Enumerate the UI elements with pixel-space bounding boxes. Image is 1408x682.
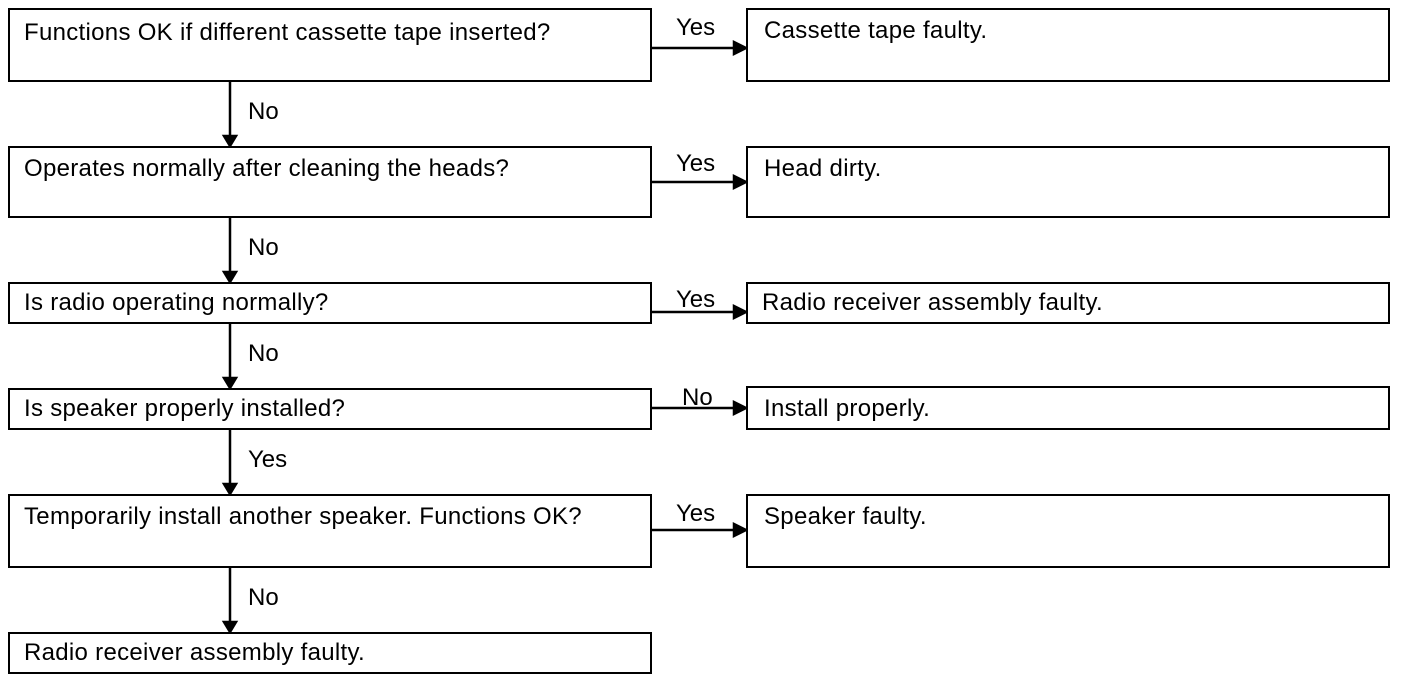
branch-label-3: Yes bbox=[676, 286, 716, 313]
down-label-4: Yes bbox=[248, 446, 288, 473]
result-text-5: Speaker faulty. bbox=[764, 503, 927, 530]
result-box-1: Cassette tape faulty. bbox=[746, 8, 1390, 82]
question-box-5: Temporarily install another speaker. Fun… bbox=[8, 494, 652, 568]
down-label-2: No bbox=[248, 234, 279, 261]
down-label-1: No bbox=[248, 98, 279, 125]
question-text-3: Is radio operating normally? bbox=[24, 289, 329, 316]
branch-label-1: Yes bbox=[676, 14, 716, 41]
question-text-5: Temporarily install another speaker. Fun… bbox=[24, 503, 582, 530]
final-result-box: Radio receiver assembly faulty. bbox=[8, 632, 652, 674]
question-box-1: Functions OK if different cassette tape … bbox=[8, 8, 652, 82]
result-text-3: Radio receiver assembly faulty. bbox=[762, 289, 1103, 316]
branch-label-2: Yes bbox=[676, 150, 716, 177]
branch-label-4: No bbox=[682, 384, 713, 411]
question-box-4: Is speaker properly installed? bbox=[8, 388, 652, 430]
question-box-2: Operates normally after cleaning the hea… bbox=[8, 146, 652, 218]
result-box-3: Radio receiver assembly faulty. bbox=[746, 282, 1390, 324]
result-box-2: Head dirty. bbox=[746, 146, 1390, 218]
branch-label-5: Yes bbox=[676, 500, 716, 527]
question-box-3: Is radio operating normally? bbox=[8, 282, 652, 324]
result-text-2: Head dirty. bbox=[764, 155, 882, 182]
result-box-4: Install properly. bbox=[746, 386, 1390, 430]
question-text-2: Operates normally after cleaning the hea… bbox=[24, 155, 510, 182]
result-text-1: Cassette tape faulty. bbox=[764, 17, 988, 44]
down-label-5: No bbox=[248, 584, 279, 611]
final-result-text: Radio receiver assembly faulty. bbox=[24, 639, 365, 666]
result-box-5: Speaker faulty. bbox=[746, 494, 1390, 568]
result-text-4: Install properly. bbox=[764, 395, 931, 422]
question-text-4: Is speaker properly installed? bbox=[24, 395, 346, 422]
down-label-3: No bbox=[248, 340, 279, 367]
question-text-1: Functions OK if different cassette tape … bbox=[24, 19, 551, 46]
